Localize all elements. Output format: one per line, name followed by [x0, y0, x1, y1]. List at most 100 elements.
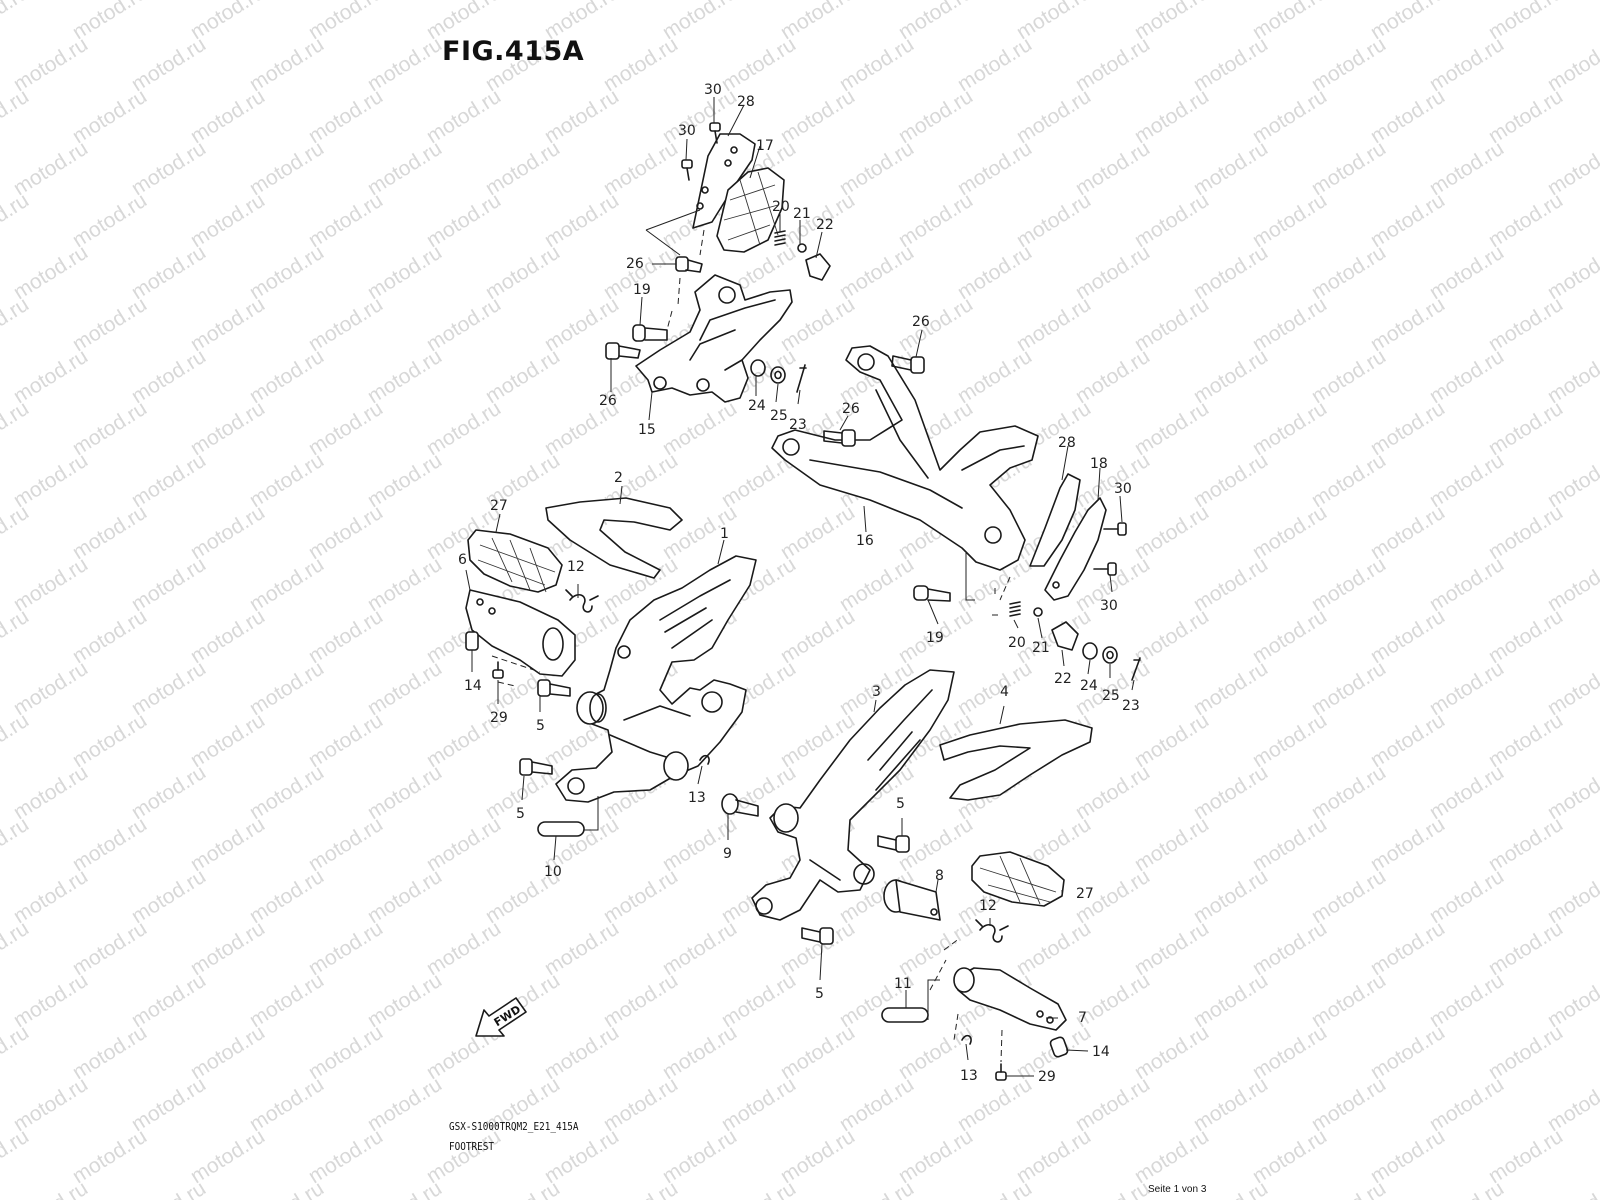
- part-30-screw-a: [709, 122, 721, 144]
- callout-29: 29: [490, 710, 508, 726]
- callout-labels: 30 28 30 17 20 21 22 26 19 26 1 5 24 2 5 2…: [458, 82, 1140, 1085]
- part-4-heel-guard: [939, 719, 1093, 801]
- part-30-screw-d: [1093, 562, 1117, 576]
- watermark-text: motod.ru: [0, 189, 33, 252]
- callout-13: 13: [960, 1068, 978, 1084]
- watermark-text: motod.ru: [0, 0, 33, 44]
- watermark-text: motod.ru: [0, 397, 33, 460]
- part-6-footpeg-left: [465, 589, 576, 677]
- assembly-line: [965, 553, 975, 601]
- watermark-text: motod.ru: [0, 1021, 33, 1084]
- callout-19: 19: [633, 282, 651, 298]
- callout-27: 27: [490, 498, 508, 514]
- watermark-text: motod.ru: [835, 1177, 917, 1200]
- part-23-pin-a: [796, 364, 807, 393]
- callout-10: 10: [544, 864, 562, 880]
- watermark-text: motod.ru: [0, 813, 33, 876]
- callout-4: 4: [1000, 684, 1009, 700]
- part-27-rubber-left: [467, 529, 563, 593]
- callout-9: 9: [723, 846, 732, 862]
- watermark-text: motod.ru: [127, 1177, 209, 1200]
- part-5-bolt-d: [801, 927, 834, 945]
- callout-30: 30: [704, 82, 722, 98]
- part-21-ball-a: [797, 243, 807, 253]
- watermark-text: motod.ru: [1307, 1177, 1389, 1200]
- callout-24: 24: [748, 398, 766, 414]
- callout-7: 7: [1078, 1010, 1087, 1026]
- watermark-text: motod.ru: [1071, 1177, 1153, 1200]
- watermark-text: motod.ru: [953, 1177, 1035, 1200]
- part-20-spring-b: [1009, 601, 1021, 617]
- part-5-collar-b: [663, 751, 689, 781]
- callout-11: 11: [894, 976, 912, 992]
- watermark-text: motod.ru: [245, 1177, 327, 1200]
- callout-18: 18: [1090, 456, 1108, 472]
- callout-2: 2: [614, 470, 623, 486]
- callout-14: 14: [1092, 1044, 1110, 1060]
- part-9-bolt: [721, 793, 759, 817]
- page-indicator: Seite 1 von 3: [1148, 1184, 1207, 1195]
- callout-21: 21: [793, 206, 811, 222]
- assembly-line: [666, 229, 705, 331]
- part-5-collar-a: [576, 691, 607, 725]
- callout-21: 21: [1032, 640, 1050, 656]
- part-25-washer-b: [1102, 646, 1118, 664]
- callout-26: 26: [599, 393, 617, 409]
- part-29-bolt-left: [492, 661, 504, 679]
- part-30-screw-c: [1103, 522, 1127, 536]
- part-5-bolt-a: [537, 679, 571, 697]
- callout-8: 8: [935, 868, 944, 884]
- callout-27: 27: [1076, 886, 1094, 902]
- callout-19: 19: [926, 630, 944, 646]
- assembly-line: [584, 796, 599, 831]
- callout-28: 28: [1058, 435, 1076, 451]
- callout-30: 30: [1100, 598, 1118, 614]
- watermark-text: motod.ru: [599, 1177, 681, 1200]
- watermark-text: motod.ru: [0, 709, 33, 772]
- part-26-bolt-a: [675, 256, 703, 273]
- callout-12: 12: [567, 559, 585, 575]
- section-name: FOOTREST: [449, 1140, 495, 1153]
- callout-3: 3: [872, 684, 881, 700]
- assembly-line: [927, 979, 940, 1020]
- fwd-arrow-icon: FWD: [475, 997, 527, 1037]
- callout-30: 30: [678, 123, 696, 139]
- part-19-pin-a: [632, 324, 668, 342]
- part-3-footrest-bracket: [751, 669, 955, 921]
- callout-leaders: [465, 97, 1135, 1077]
- callout-30: 30: [1114, 481, 1132, 497]
- part-17-footpeg-rubber-upper: [716, 167, 785, 253]
- callout-5: 5: [516, 806, 525, 822]
- callout-5: 5: [536, 718, 545, 734]
- watermark-text: motod.ru: [0, 85, 33, 148]
- part-29-bolt-right: [995, 1063, 1007, 1081]
- callout-14: 14: [464, 678, 482, 694]
- watermark-text: motod.ru: [0, 1125, 33, 1188]
- part-30-screw-b: [681, 159, 693, 181]
- watermark-text: motod.ru: [1425, 1177, 1507, 1200]
- callout-16: 16: [856, 533, 874, 549]
- callout-6: 6: [458, 552, 467, 568]
- part-18-footpeg-rubber-right: [1044, 497, 1107, 601]
- watermark-text: motod.ru: [717, 1177, 799, 1200]
- callout-20: 20: [772, 199, 790, 215]
- part-11-pin: [881, 1007, 929, 1023]
- callout-28: 28: [737, 94, 755, 110]
- part-12-spring-left: [565, 589, 599, 613]
- callout-26: 26: [912, 314, 930, 330]
- watermark-text: motod.ru: [0, 293, 33, 356]
- part-28-cover-upper: [692, 133, 756, 229]
- callout-26: 26: [626, 256, 644, 272]
- part-13-clip-right: [961, 1034, 972, 1045]
- callout-5: 5: [815, 986, 824, 1002]
- callout-13: 13: [688, 790, 706, 806]
- callout-17: 17: [756, 138, 774, 154]
- callout-22: 22: [1054, 671, 1072, 687]
- part-12-spring-right: [975, 919, 1009, 943]
- callout-1: 1: [720, 526, 729, 542]
- part-26-bolt-d: [823, 429, 856, 447]
- part-24-washer-a: [750, 359, 766, 377]
- callout-20: 20: [1008, 635, 1026, 651]
- part-19-pin-b: [913, 585, 951, 602]
